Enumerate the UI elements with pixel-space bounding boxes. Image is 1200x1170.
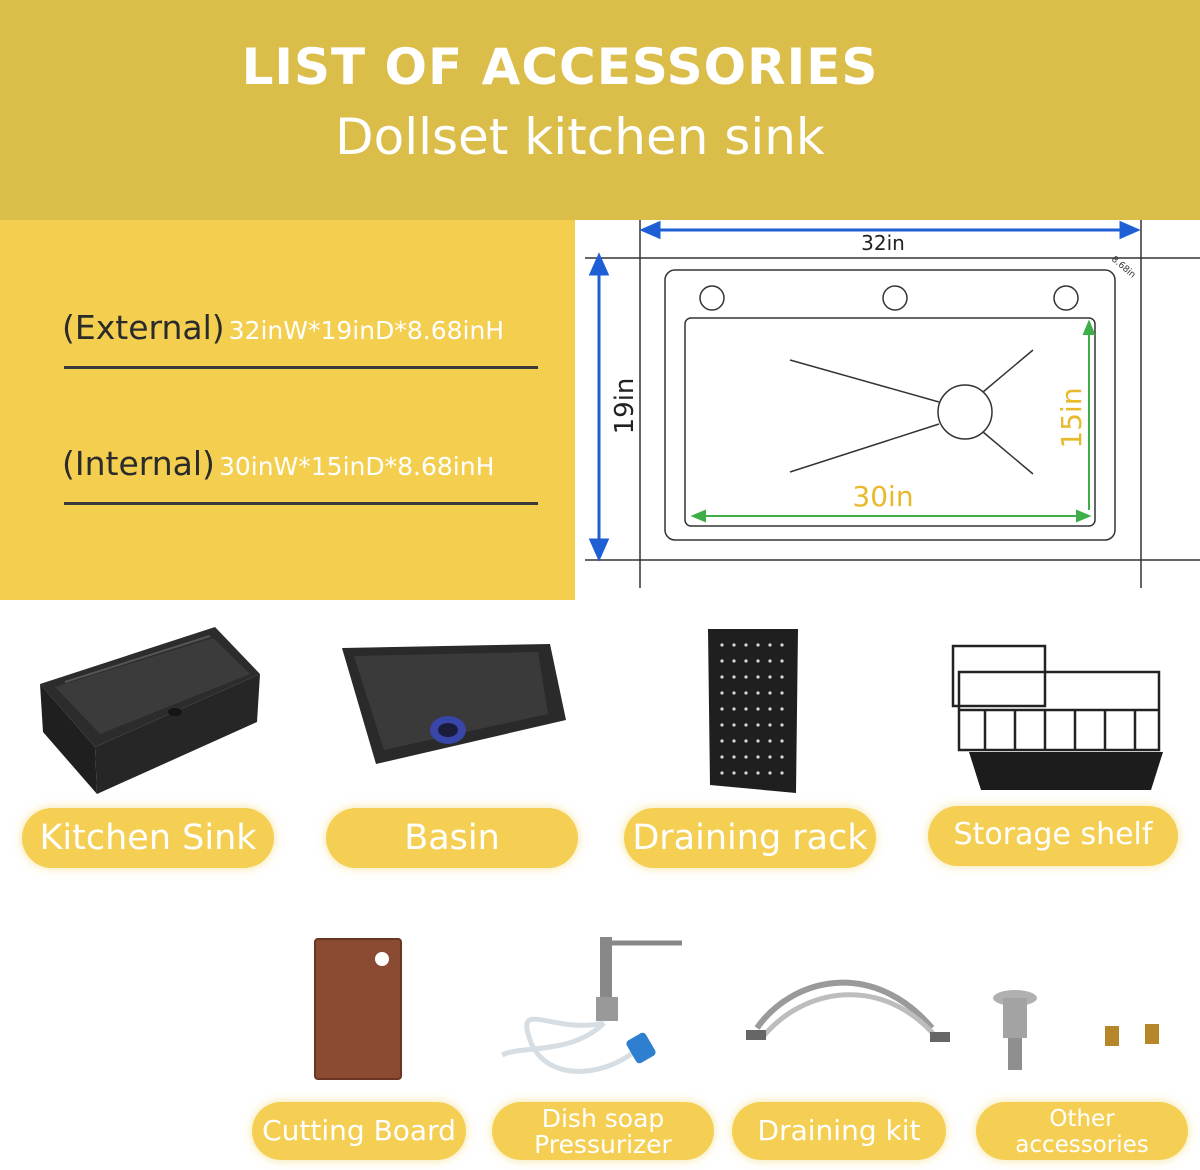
- external-value: 32inW*19inD*8.68inH: [228, 316, 505, 345]
- draining-kit-image: [746, 979, 950, 1042]
- inner-depth-label: 15in: [1055, 387, 1088, 448]
- label-dish-soap-pressurizer: Dish soap Pressurizer: [492, 1102, 714, 1160]
- page-subtitle: Dollset kitchen sink: [335, 108, 825, 166]
- dimensions-panel: (External)32inW*19inD*8.68inH (Internal)…: [0, 220, 575, 600]
- drain-circle: [937, 384, 993, 440]
- internal-value: 30inW*15inD*8.68inH: [218, 452, 495, 481]
- label-basin: Basin: [326, 808, 578, 868]
- external-label: (External): [62, 308, 225, 347]
- arrow-head: [1076, 509, 1092, 523]
- faucet-hole: [699, 285, 725, 311]
- label-kitchen-sink: Kitchen Sink: [22, 808, 274, 868]
- drain-groove: [789, 359, 940, 403]
- label-line: Dish soap: [541, 1104, 665, 1133]
- kitchen-sink-image: [40, 627, 260, 794]
- depth-label: 19in: [610, 378, 640, 435]
- sink-dimension-diagram: 32in 19in 30in 15in 8.68in: [585, 220, 1200, 588]
- draining-rack-image: [708, 629, 798, 793]
- label-other-accessories: Other accessories: [976, 1102, 1188, 1160]
- drain-groove: [789, 423, 940, 473]
- dish-soap-pressurizer-image: [500, 937, 682, 1074]
- header-banner: LIST OF ACCESSORIES Dollset kitchen sink: [0, 0, 1200, 220]
- page-title: LIST OF ACCESSORIES: [241, 38, 879, 96]
- label-draining-rack: Draining rack: [624, 808, 876, 868]
- divider: [64, 502, 538, 505]
- arrow-head: [588, 538, 610, 562]
- sink-inner-outline: [684, 317, 1096, 527]
- label-cutting-board: Cutting Board: [252, 1102, 466, 1160]
- drain-groove: [982, 349, 1034, 393]
- basin-image: [342, 644, 566, 764]
- external-dimensions: (External)32inW*19inD*8.68inH: [62, 308, 504, 347]
- sink-outer-outline: [664, 269, 1116, 541]
- drain-groove: [982, 431, 1034, 475]
- arrow-head: [639, 220, 661, 240]
- label-draining-kit: Draining kit: [732, 1102, 946, 1160]
- faucet-hole: [882, 285, 908, 311]
- arrow-head: [690, 509, 706, 523]
- cutting-board-image: [314, 938, 402, 1080]
- arrow-head: [588, 252, 610, 276]
- storage-shelf-image: [951, 644, 1163, 790]
- label-line: Other: [1049, 1106, 1115, 1132]
- arrow-head: [1119, 220, 1141, 240]
- label-line: accessories: [1015, 1132, 1149, 1158]
- faucet-hole: [1053, 285, 1079, 311]
- label-storage-shelf: Storage shelf: [928, 806, 1178, 866]
- inner-width-label: 30in: [852, 480, 913, 513]
- arrow-head: [1082, 319, 1096, 335]
- internal-label: (Internal): [62, 444, 215, 483]
- width-label: 32in: [861, 231, 905, 255]
- internal-dimensions: (Internal)30inW*15inD*8.68inH: [62, 444, 494, 483]
- divider: [64, 366, 538, 369]
- label-line: Pressurizer: [534, 1130, 672, 1159]
- other-accessories-image: [993, 990, 1159, 1070]
